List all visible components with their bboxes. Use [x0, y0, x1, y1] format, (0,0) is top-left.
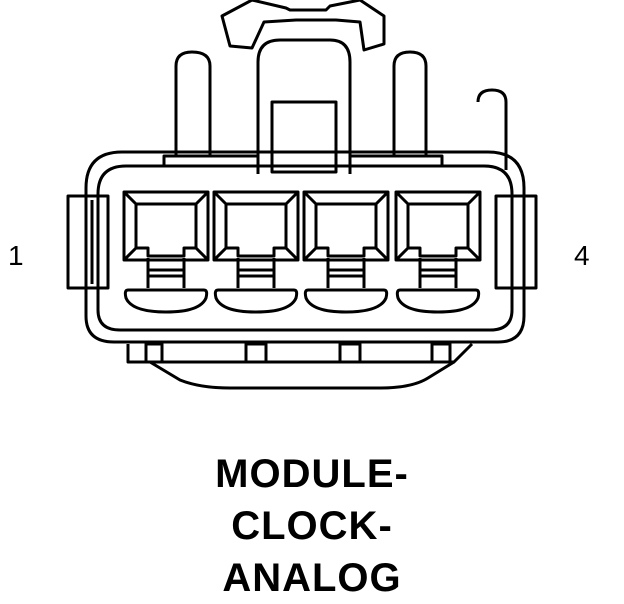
skirt-tab-3: [338, 342, 362, 364]
cavity-3: [302, 190, 390, 314]
peg-right: [392, 50, 428, 156]
title-line-1: MODULE-: [215, 452, 409, 496]
post-right: [476, 88, 508, 170]
skirt-tab-4: [430, 342, 452, 364]
skirt-tab-1: [144, 342, 164, 364]
title-line-2: CLOCK-: [231, 504, 393, 548]
skirt: [126, 342, 474, 364]
latch-top: [220, 0, 386, 52]
peg-left: [174, 50, 212, 156]
ledge-left: [162, 154, 260, 174]
side-lock-left: [66, 194, 110, 290]
connector-diagram: [66, 0, 538, 390]
ledge-right: [348, 154, 444, 174]
housing-inner: [96, 164, 514, 332]
cavity-4: [394, 190, 482, 314]
cavity-2: [212, 190, 300, 314]
skirt-base: [149, 360, 455, 390]
side-lock-right: [494, 194, 538, 290]
housing-outer: [84, 150, 526, 344]
cavity-1: [122, 190, 210, 314]
center-post: [256, 38, 352, 156]
pin-label-right: 4: [574, 240, 590, 271]
title-line-3: ANALOG: [222, 556, 402, 600]
pin-label-left: 1: [8, 240, 24, 271]
connector-title: MODULE- CLOCK- ANALOG: [0, 448, 624, 604]
center-window: [270, 100, 338, 174]
skirt-tab-2: [244, 342, 268, 364]
